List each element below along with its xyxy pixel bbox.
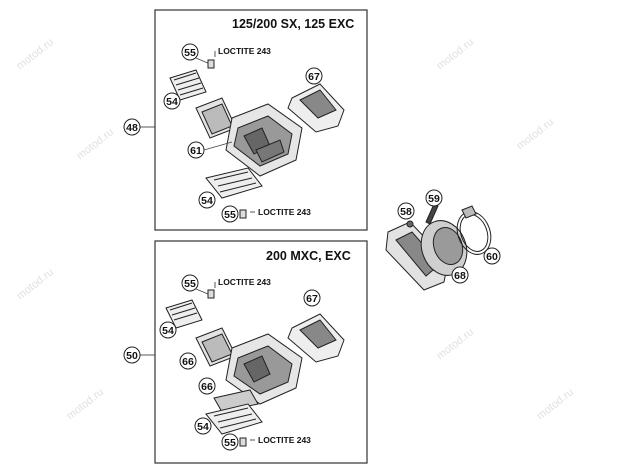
svg-text:50: 50 (126, 350, 138, 362)
loctite-label-3: LOCTITE 243 (218, 277, 271, 287)
cover-67-bottom (287, 313, 345, 363)
svg-text:55: 55 (184, 47, 196, 59)
callout-54-bottom-lower: 54 (194, 417, 212, 435)
svg-text:54: 54 (201, 195, 213, 207)
top-panel-frame (154, 9, 368, 231)
svg-text:67: 67 (306, 293, 318, 305)
svg-text:67: 67 (308, 71, 320, 83)
loctite-label-4: LOCTITE 243 (258, 435, 311, 445)
callout-61: 61 (187, 141, 205, 159)
watermark-7: motod.ru (434, 326, 476, 362)
watermark-4: motod.ru (64, 386, 106, 422)
svg-text:55: 55 (184, 278, 196, 290)
watermark-1: motod.ru (14, 36, 56, 72)
callout-54-upper: 54 (163, 92, 181, 110)
callout-58: 58 (397, 202, 415, 220)
watermark-5: motod.ru (434, 36, 476, 72)
watermark-3: motod.ru (14, 266, 56, 302)
loctite-label-1: LOCTITE 243 (218, 46, 271, 56)
svg-text:60: 60 (486, 251, 498, 263)
bottom-panel-title: 200 MXC, EXC (266, 249, 351, 263)
bolt-59 (425, 203, 439, 225)
callout-54-lower: 54 (198, 191, 216, 209)
intake-boot-68 (420, 220, 468, 276)
callout-50: 50 (123, 346, 141, 364)
svg-text:54: 54 (197, 421, 209, 433)
svg-text:58: 58 (400, 206, 412, 218)
svg-text:54: 54 (162, 325, 174, 337)
washer-58 (406, 220, 414, 228)
callout-54-bottom-upper: 54 (159, 321, 177, 339)
reed-block-bottom (225, 333, 303, 405)
callout-66-upper: 66 (179, 352, 197, 370)
reed-petal-54-upper-b (165, 299, 203, 329)
callout-66-lower: 66 (198, 377, 216, 395)
svg-text:66: 66 (182, 356, 194, 368)
watermark-2: motod.ru (74, 126, 116, 162)
svg-text:66: 66 (201, 381, 213, 393)
svg-text:55: 55 (224, 209, 236, 221)
hose-clamp-60 (456, 205, 492, 255)
svg-text:61: 61 (190, 145, 202, 157)
callout-55-bottom: 55 (181, 274, 199, 292)
callout-67-bottom: 67 (303, 289, 321, 307)
svg-text:54: 54 (166, 96, 178, 108)
svg-text:48: 48 (126, 122, 138, 134)
callout-55-bottom-lower: 55 (221, 433, 239, 451)
svg-text:59: 59 (428, 193, 440, 205)
watermark-8: motod.ru (534, 386, 576, 422)
watermark-6: motod.ru (514, 116, 556, 152)
callout-60: 60 (483, 247, 501, 265)
top-panel-title: 125/200 SX, 125 EXC (232, 17, 354, 31)
bottom-panel-frame (154, 240, 368, 464)
callout-68: 68 (451, 266, 469, 284)
svg-text:55: 55 (224, 437, 236, 449)
stopper-plate-top (195, 97, 237, 139)
reed-petal-54-bottom-lower (205, 403, 263, 435)
callout-48: 48 (123, 118, 141, 136)
stopper-plate-bottom (195, 327, 237, 367)
reed-petal-54-upper (169, 69, 207, 101)
loctite-label-2: LOCTITE 243 (258, 207, 311, 217)
stopper-plate-bottom-lower (213, 389, 259, 413)
svg-text:68: 68 (454, 270, 466, 282)
reed-block-61-top (225, 103, 303, 177)
callout-59: 59 (425, 189, 443, 207)
reed-petal-54-lower (205, 167, 263, 199)
callout-55-lower-top: 55 (221, 205, 239, 223)
screw-55-top (207, 59, 215, 69)
callout-55-top: 55 (181, 43, 199, 61)
cover-67-top (287, 83, 345, 133)
callout-67-top: 67 (305, 67, 323, 85)
